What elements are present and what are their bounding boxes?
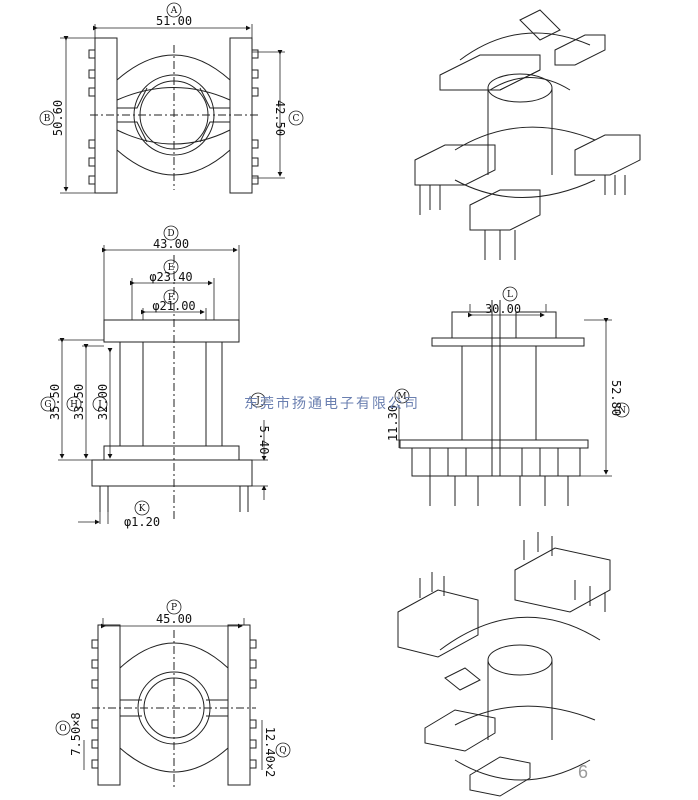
svg-text:B: B	[44, 114, 51, 124]
svg-text:42.50: 42.50	[273, 100, 287, 136]
svg-text:33.50: 33.50	[72, 384, 86, 420]
svg-text:F: F	[168, 293, 174, 303]
svg-text:C: C	[293, 114, 300, 124]
svg-text:50.60: 50.60	[51, 100, 65, 136]
side-view	[399, 300, 589, 506]
svg-text:7.50×8: 7.50×8	[69, 712, 83, 755]
svg-text:35.50: 35.50	[48, 384, 62, 420]
svg-text:E: E	[168, 263, 175, 273]
top-view	[88, 37, 259, 194]
side-dimensions	[394, 286, 630, 477]
svg-text:φ21.00: φ21.00	[152, 299, 195, 313]
front-dimensions	[40, 225, 268, 525]
side-dim-labels: L 30.00 M 11.30 N 52.80	[386, 290, 626, 441]
svg-text:11.30: 11.30	[386, 405, 400, 441]
svg-text:K: K	[139, 504, 146, 514]
svg-text:O: O	[59, 724, 66, 734]
top-dim-labels: A 51.00 B 50.60 C 42.50	[44, 6, 300, 136]
svg-text:A: A	[170, 6, 178, 16]
svg-text:J: J	[255, 396, 260, 406]
svg-text:32.00: 32.00	[96, 384, 110, 420]
svg-text:30.00: 30.00	[485, 302, 521, 316]
bottom-view	[91, 624, 257, 790]
svg-text:L: L	[507, 290, 513, 300]
svg-text:12.40×2: 12.40×2	[263, 727, 277, 778]
bottom-dimensions	[55, 599, 291, 770]
iso-view-top	[414, 9, 641, 260]
iso-view-bottom	[397, 532, 611, 797]
svg-text:D: D	[167, 229, 174, 239]
svg-text:M: M	[397, 392, 406, 402]
svg-text:52.80: 52.80	[609, 380, 623, 416]
svg-text:51.00: 51.00	[156, 14, 192, 28]
svg-text:45.00: 45.00	[156, 612, 192, 626]
svg-text:φ23.40: φ23.40	[149, 270, 192, 284]
svg-text:5.40: 5.40	[257, 426, 271, 455]
svg-text:G: G	[44, 400, 51, 410]
svg-text:N: N	[618, 406, 626, 416]
svg-text:I: I	[98, 400, 102, 410]
svg-text:43.00: 43.00	[153, 237, 189, 251]
bottom-dim-labels: P 45.00 O 7.50×8 Q 12.40×2	[59, 603, 286, 777]
svg-text:H: H	[70, 400, 78, 410]
svg-text:P: P	[171, 603, 177, 613]
front-view	[91, 255, 253, 520]
page-number: 6	[578, 762, 588, 782]
top-dimensions	[39, 2, 304, 194]
svg-text:φ1.20: φ1.20	[124, 515, 160, 529]
front-dim-labels: D 43.00 E φ23.40 F φ21.00 G 35.50 H 33.5…	[44, 229, 271, 529]
svg-text:Q: Q	[279, 746, 286, 756]
watermark-text: 东莞市扬通电子有限公司	[244, 395, 420, 412]
